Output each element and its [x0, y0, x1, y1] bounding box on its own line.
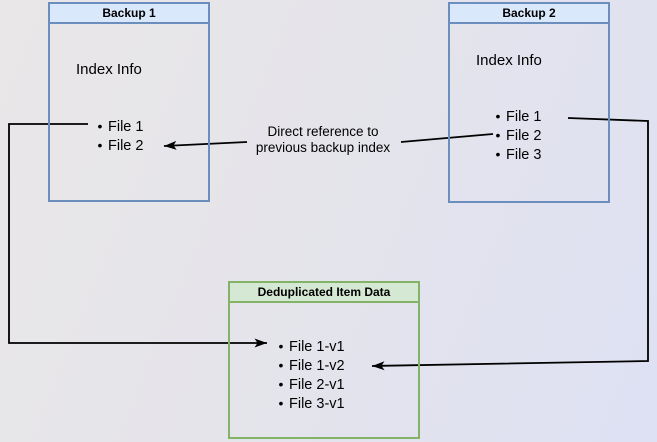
- bullet-icon: •: [97, 137, 103, 153]
- backup2-box: Backup 2: [448, 2, 610, 203]
- list-item: • File 3: [490, 145, 542, 164]
- annotation-line: previous backup index: [255, 140, 391, 155]
- bullet-icon: •: [495, 146, 501, 162]
- file-label: File 1: [506, 108, 542, 125]
- backup1-index-info-label: Index Info: [76, 61, 142, 78]
- file-label: File 2: [506, 127, 542, 144]
- bullet-icon: •: [278, 395, 284, 411]
- backup2-file-list: • File 1 • File 2 • File 3: [490, 107, 542, 164]
- backup1-box: Backup 1: [48, 2, 210, 202]
- annotation-line: Direct reference to: [267, 124, 379, 139]
- list-item: • File 3-v1: [273, 394, 345, 413]
- file-label: File 3: [506, 146, 542, 163]
- list-item: • File 1-v2: [273, 356, 345, 375]
- list-item: • File 1: [92, 117, 144, 136]
- direct-reference-annotation: Direct reference to previous backup inde…: [233, 124, 413, 156]
- list-item: • File 2: [92, 136, 144, 155]
- bullet-icon: •: [278, 338, 284, 354]
- file-label: File 1: [108, 118, 144, 135]
- bullet-icon: •: [278, 376, 284, 392]
- list-item: • File 1-v1: [273, 337, 345, 356]
- dedup-header: Deduplicated Item Data: [230, 283, 418, 303]
- bullet-icon: •: [495, 127, 501, 143]
- list-item: • File 2-v1: [273, 375, 345, 394]
- backup1-file-list: • File 1 • File 2: [92, 117, 144, 155]
- file-label: File 2-v1: [289, 376, 345, 393]
- file-label: File 2: [108, 137, 144, 154]
- dedup-file-list: • File 1-v1 • File 1-v2 • File 2-v1 • Fi…: [273, 337, 345, 413]
- backup2-index-info-label: Index Info: [476, 52, 542, 69]
- backup1-header: Backup 1: [50, 4, 208, 24]
- bullet-icon: •: [495, 108, 501, 124]
- list-item: • File 1: [490, 107, 542, 126]
- backup2-header: Backup 2: [450, 4, 608, 24]
- bullet-icon: •: [97, 118, 103, 134]
- dedup-box: Deduplicated Item Data: [228, 281, 420, 439]
- bullet-icon: •: [278, 357, 284, 373]
- file-label: File 3-v1: [289, 395, 345, 412]
- list-item: • File 2: [490, 126, 542, 145]
- file-label: File 1-v2: [289, 357, 345, 374]
- file-label: File 1-v1: [289, 338, 345, 355]
